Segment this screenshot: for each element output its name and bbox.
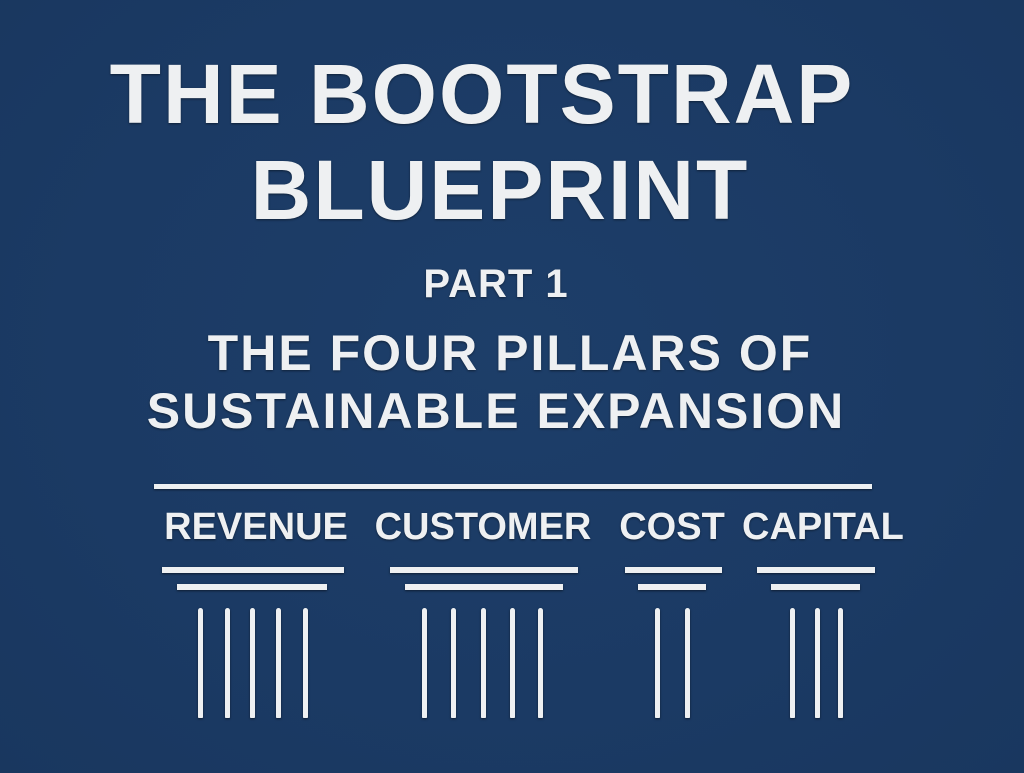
- pillar-column-icon: [790, 608, 795, 718]
- pillar-column-icon: [538, 608, 543, 718]
- pillar-column-icon: [655, 608, 660, 718]
- pillar-abacus-bar-icon: [638, 584, 706, 590]
- divider-rule: [154, 484, 872, 489]
- pillar-abacus-bar-icon: [177, 584, 327, 590]
- pillar-column-icon: [510, 608, 515, 718]
- pillar-column-icon: [815, 608, 820, 718]
- pillar-column-icon: [481, 608, 486, 718]
- pillar-abacus-bar-icon: [405, 584, 563, 590]
- pillar-column-icon: [198, 608, 203, 718]
- pillar-column-icon: [451, 608, 456, 718]
- pillar-column-icon: [422, 608, 427, 718]
- pillar-label: COST: [619, 506, 725, 548]
- pillar-abacus-bar-icon: [771, 584, 860, 590]
- pillar-label: CUSTOMER: [374, 506, 592, 548]
- pillar-column-icon: [250, 608, 255, 718]
- pillar-capital-bar-icon: [757, 567, 875, 573]
- subtitle-line-2: SUSTAINABLE EXPANSION: [146, 383, 846, 439]
- pillar-column-icon: [276, 608, 281, 718]
- subtitle-line-1: THE FOUR PILLARS OF: [207, 325, 813, 381]
- title-line-2: BLUEPRINT: [250, 143, 750, 237]
- pillar-column-icon: [685, 608, 690, 718]
- pillar-capital-bar-icon: [625, 567, 722, 573]
- pillar-column-icon: [838, 608, 843, 718]
- pillar-label: REVENUE: [164, 506, 348, 548]
- pillar-capital-bar-icon: [390, 567, 578, 573]
- pillar-capital-bar-icon: [162, 567, 344, 573]
- pillar-label: CAPITAL: [742, 506, 904, 548]
- pillar-column-icon: [303, 608, 308, 718]
- pillar-column-icon: [225, 608, 230, 718]
- title-line-1: THE BOOTSTRAP: [109, 47, 855, 141]
- part-label: PART 1: [423, 262, 569, 306]
